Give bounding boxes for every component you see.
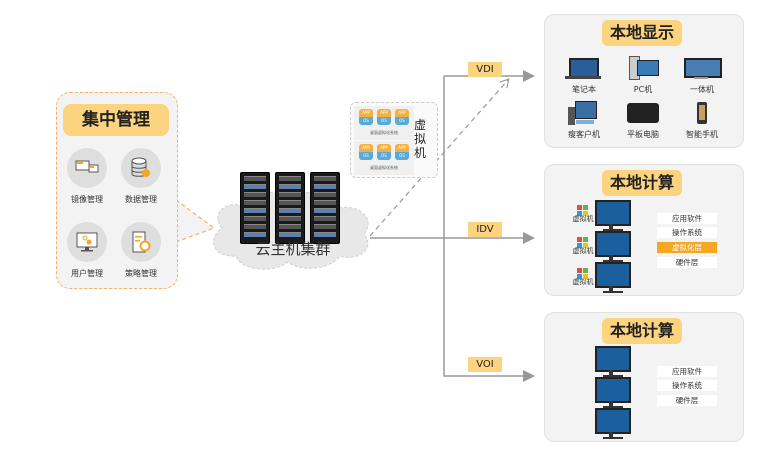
vm-row: 虚拟机: [568, 265, 598, 287]
smartphone-icon: [674, 101, 730, 127]
cloud-cluster-label: 云主机集群: [255, 240, 331, 258]
server-rack-icon: [310, 172, 340, 244]
monitor-icon: [595, 377, 631, 408]
all-in-one-icon: [674, 56, 730, 82]
layer-os: 操作系统: [657, 380, 717, 391]
device-all-in-one: 一体机: [674, 56, 730, 95]
vm-vertical-label: 虚拟机: [414, 118, 427, 160]
device-tablet: 平板电脑: [615, 101, 671, 140]
laptop-icon: [556, 56, 612, 82]
database-gear-icon: [121, 148, 161, 188]
layer-app: 应用软件: [657, 213, 717, 224]
mgmt-item-data[interactable]: 数据管理: [116, 148, 166, 205]
server-rack-icon: [240, 172, 270, 244]
layer-app: 应用软件: [657, 366, 717, 377]
layer-virtualization: 虚拟化层: [657, 242, 717, 253]
mgmt-item-policy[interactable]: 策略管理: [116, 222, 166, 279]
mgmt-item-label: 策略管理: [125, 269, 157, 278]
management-title: 集中管理: [63, 104, 169, 136]
local-compute-idv-title: 本地计算: [602, 170, 682, 196]
mgmt-item-label: 数据管理: [125, 195, 157, 204]
user-monitor-icon: [67, 222, 107, 262]
monitor-icon: [595, 231, 631, 262]
monitor-icon: [595, 346, 631, 377]
desktop-pc-icon: [615, 56, 671, 82]
protocol-label-voi: VOI: [468, 357, 502, 372]
windows-logo-icon: [577, 234, 589, 248]
image-management-icon: [67, 148, 107, 188]
thin-client-icon: [556, 101, 612, 127]
layer-hardware: 硬件层: [657, 257, 717, 268]
layer-os: 操作系统: [657, 227, 717, 238]
mgmt-item-label: 用户管理: [71, 269, 103, 278]
layer-hardware: 硬件层: [657, 395, 717, 406]
device-smartphone: 智能手机: [674, 101, 730, 140]
monitor-icon: [595, 200, 631, 231]
local-display-title: 本地显示: [602, 20, 682, 46]
vm-row: 虚拟机: [568, 234, 598, 256]
monitor-icon: [595, 408, 631, 439]
protocol-label-vdi: VDI: [468, 62, 502, 77]
device-pc: PC机: [615, 56, 671, 95]
policy-document-gear-icon: [121, 222, 161, 262]
tablet-icon: [615, 101, 671, 127]
windows-logo-icon: [577, 202, 589, 216]
mgmt-item-label: 镜像管理: [71, 195, 103, 204]
protocol-label-idv: IDV: [468, 222, 502, 237]
windows-logo-icon: [577, 265, 589, 279]
local-compute-voi-title: 本地计算: [602, 318, 682, 344]
vm-group-label: 桌面虚拟化系统: [370, 165, 398, 170]
vm-group-label: 桌面虚拟化系统: [370, 130, 398, 135]
server-rack-icon: [275, 172, 305, 244]
device-thin-client: 瘦客户机: [556, 101, 612, 140]
vm-row: 虚拟机: [568, 202, 598, 224]
device-laptop: 笔记本: [556, 56, 612, 95]
monitor-icon: [595, 262, 631, 293]
mgmt-item-user[interactable]: 用户管理: [62, 222, 112, 279]
mgmt-item-image[interactable]: 镜像管理: [62, 148, 112, 205]
callout-pointer: [175, 199, 216, 243]
